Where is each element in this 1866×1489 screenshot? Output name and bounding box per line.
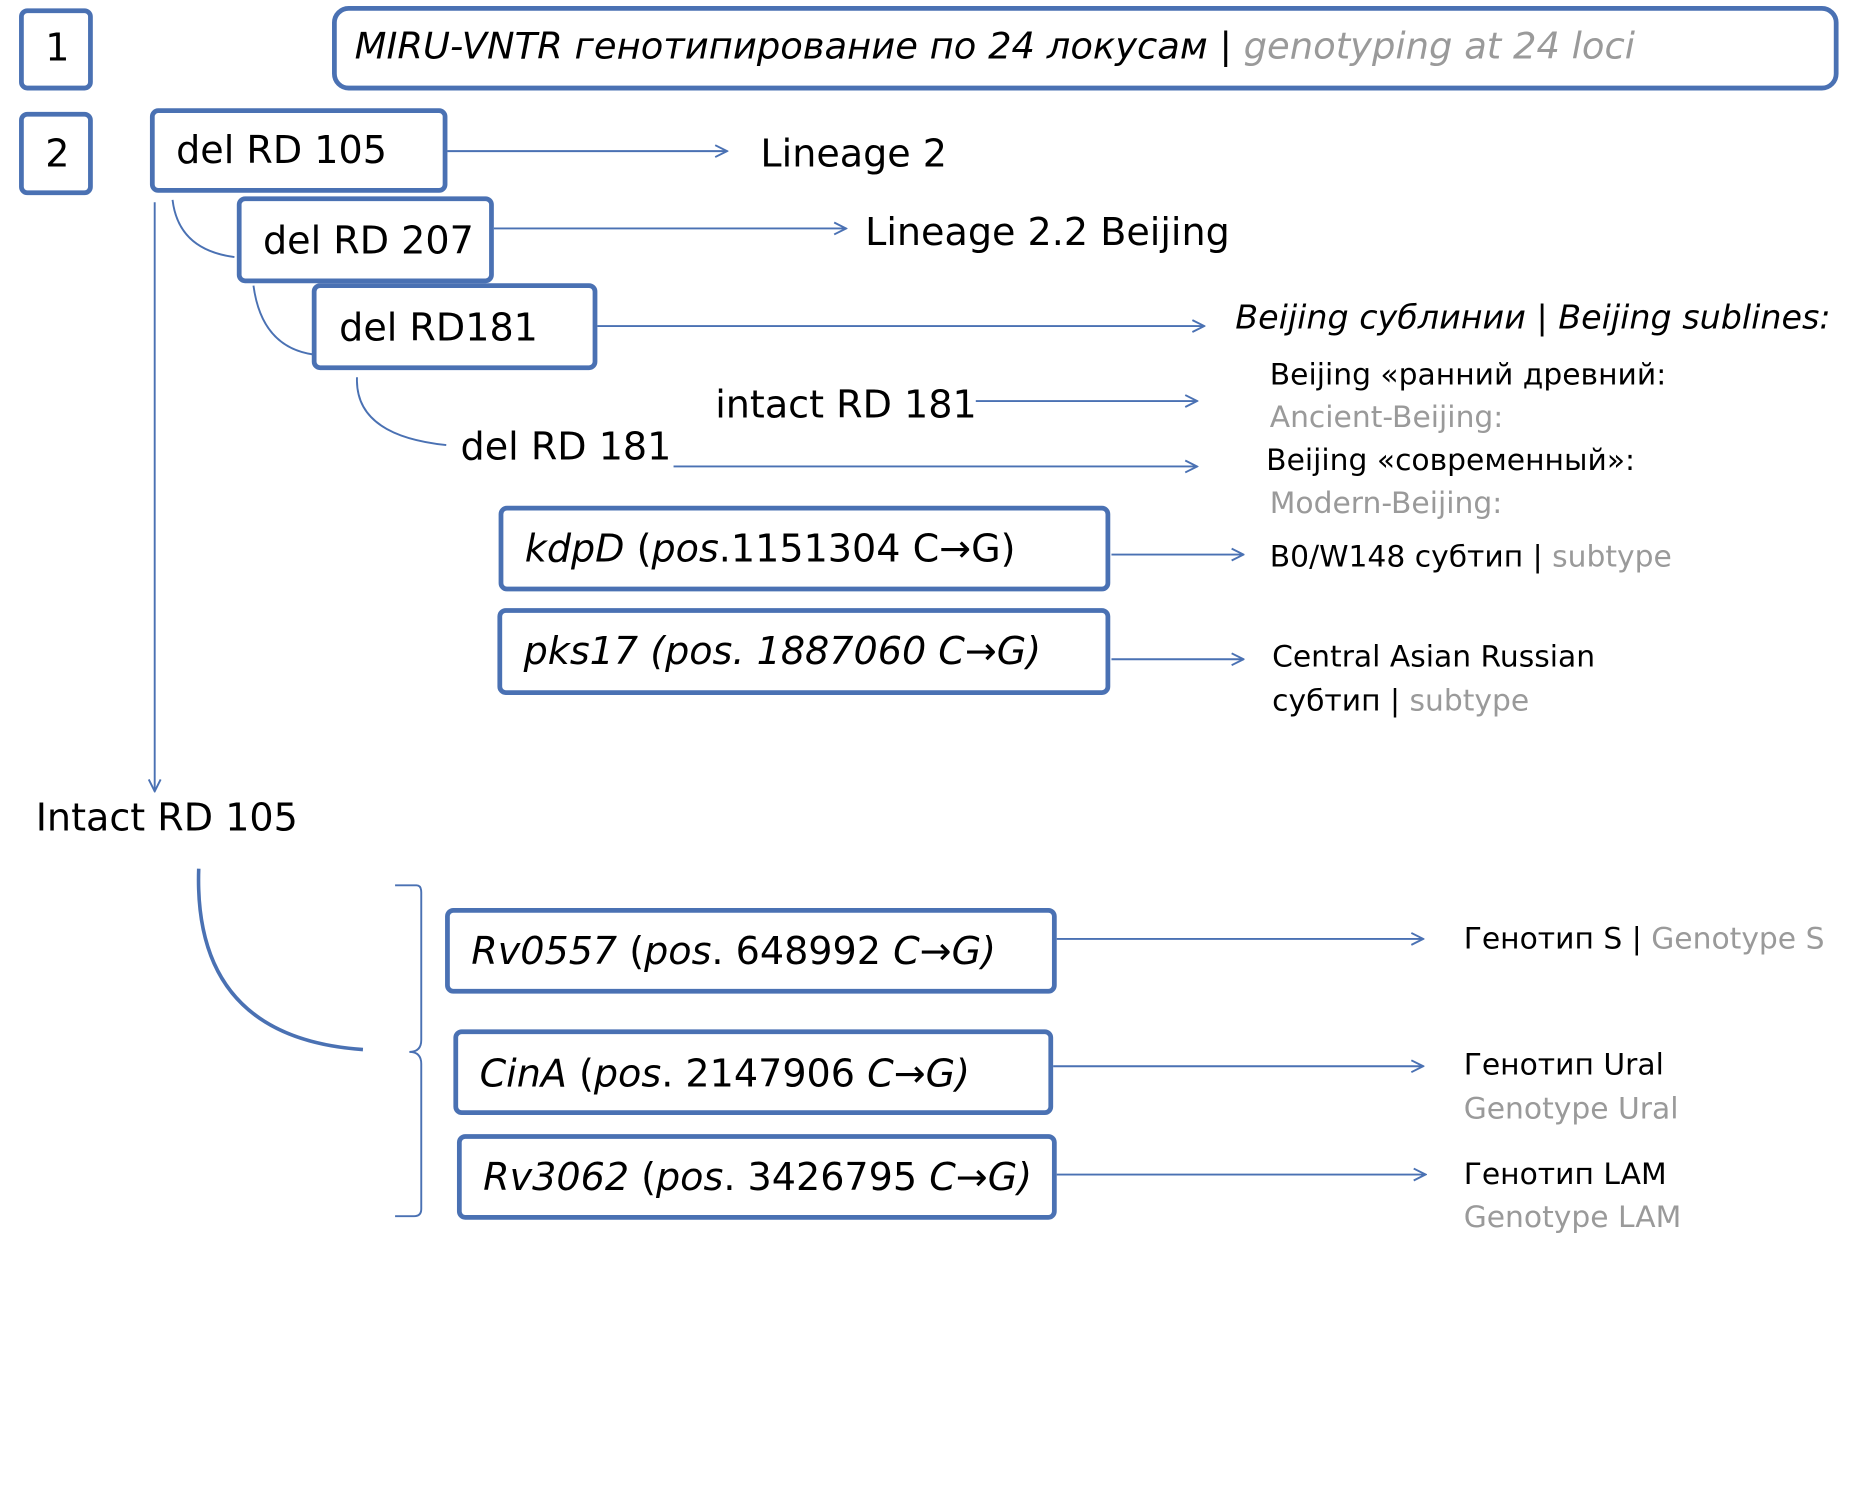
cina-open: ( <box>566 1050 594 1096</box>
del-rd181-box-label: del RD181 <box>339 304 538 350</box>
kdpd-label: kdpD (pos.1151304 C→G) <box>525 526 1016 572</box>
del-rd181-branch-label: del RD 181 <box>460 423 672 469</box>
rv0557-box: Rv0557 (pos. 648992 C→G) <box>445 907 1057 994</box>
intact-rd181-label: intact RD 181 <box>715 381 977 428</box>
central-asian-ru-subtype: субтип <box>1272 683 1381 718</box>
title-separator: | <box>1219 24 1232 68</box>
pks17-box: pks17 (pos. 1887060 C→G) <box>497 608 1111 695</box>
central-asian-russian-label: Central Asian Russian <box>1272 639 1596 674</box>
branch-curve-rd181-del <box>356 377 447 447</box>
beijing-sublines-label: Beijing сублинии | Beijing sublines: <box>1235 298 1830 338</box>
title-box: MIRU-VNTR генотипирование по 24 локусам … <box>332 5 1839 91</box>
b0-w148-en: subtype <box>1552 539 1672 574</box>
rv0557-pos-label: pos <box>644 928 712 974</box>
title-en: genotyping at 24 loci <box>1243 24 1636 68</box>
pks17-label: pks17 (pos. 1887060 C→G) <box>523 628 1042 674</box>
del-rd181-box: del RD181 <box>311 283 598 371</box>
central-asian-separator: | <box>1390 683 1401 718</box>
cina-label: CinA (pos. 2147906 C→G) <box>480 1051 970 1097</box>
kdpd-box: kdpD (pos.1151304 C→G) <box>498 505 1111 592</box>
rv0557-open: ( <box>617 928 645 974</box>
intact-rd105-label: Intact RD 105 <box>35 794 298 841</box>
b0-w148-label: B0/W148 субтип | subtype <box>1270 539 1672 575</box>
connector-lines <box>0 0 1866 1218</box>
step-1-number: 1 <box>45 24 70 71</box>
central-asian-subtype-label: субтип | subtype <box>1272 683 1529 719</box>
modern-beijing-en: Modern-Beijing: <box>1269 485 1503 521</box>
cina-pos-label: pos <box>593 1050 662 1096</box>
genotype-ural-en: Genotype Ural <box>1463 1091 1679 1126</box>
beijing-sublines-en: Beijing sublines: <box>1558 297 1831 337</box>
kdpd-open: ( <box>624 525 652 572</box>
kdpd-pos-label: pos <box>651 525 719 572</box>
rv3062-pos-value: . 3426795 <box>723 1154 930 1200</box>
step-2-number: 2 <box>45 130 70 177</box>
del-rd207-label: del RD 207 <box>262 217 474 263</box>
beijing-sublines-separator: | <box>1536 297 1548 337</box>
bracket-brace <box>395 884 423 1218</box>
genotype-ural-ru: Генотип Ural <box>1463 1047 1664 1082</box>
rv3062-pos-label: pos <box>656 1154 724 1200</box>
genotype-lam-ru: Генотип LAM <box>1463 1156 1667 1192</box>
rv3062-gene: Rv3062 <box>483 1154 630 1200</box>
lineage-2-label: Lineage 2 <box>760 130 948 177</box>
rv3062-box: Rv3062 (pos. 3426795 C→G) <box>456 1134 1057 1220</box>
cina-box: CinA (pos. 2147906 C→G) <box>453 1029 1054 1116</box>
rv0557-gene: Rv0557 <box>471 928 618 974</box>
b0-w148-separator: | <box>1532 539 1543 574</box>
rv3062-label: Rv3062 (pos. 3426795 C→G) <box>483 1154 1032 1200</box>
rv0557-label: Rv0557 (pos. 648992 C→G) <box>471 928 996 974</box>
branch-curve-rd207-rd181 <box>252 285 315 356</box>
cina-gene: CinA <box>479 1050 567 1096</box>
cina-mutation: C→G) <box>867 1050 970 1096</box>
rv0557-mutation: C→G) <box>893 928 996 974</box>
genotype-lam-en: Genotype LAM <box>1463 1199 1682 1235</box>
central-asian-en-subtype: subtype <box>1409 683 1530 718</box>
modern-beijing-ru: Beijing «современный»: <box>1266 442 1636 478</box>
kdpd-pos-value: .1151304 C→G) <box>718 525 1016 572</box>
title-ru: MIRU-VNTR генотипирование по 24 локусам <box>354 24 1208 68</box>
ancient-beijing-ru: Beijing «ранний древний: <box>1269 357 1667 392</box>
cina-pos-value: . 2147906 <box>661 1050 868 1096</box>
lineage-2-2-beijing-label: Lineage 2.2 Beijing <box>865 209 1230 255</box>
genotype-s-ru: Генотип S <box>1463 921 1623 956</box>
del-rd105-label: del RD 105 <box>176 127 387 173</box>
step-2-number-box: 2 <box>19 111 93 196</box>
genotype-s-en: Genotype S <box>1651 921 1825 956</box>
rv3062-mutation: C→G) <box>929 1154 1033 1200</box>
rv0557-pos-value: . 648992 <box>711 928 894 974</box>
branch-curve-rd105-rd207 <box>171 199 235 258</box>
kdpd-gene: kdpD <box>524 525 625 572</box>
branch-curve-intact-rd105 <box>196 868 364 1052</box>
ancient-beijing-en: Ancient-Beijing: <box>1269 399 1504 435</box>
page-title: MIRU-VNTR генотипирование по 24 локусам … <box>355 25 1635 69</box>
genotype-s-separator: | <box>1631 921 1642 956</box>
rv3062-open: ( <box>629 1154 657 1200</box>
del-rd207-box: del RD 207 <box>236 196 494 284</box>
beijing-sublines-ru: Beijing сублинии <box>1235 297 1526 337</box>
genotype-s-label: Генотип S | Genotype S <box>1464 921 1825 957</box>
del-rd105-box: del RD 105 <box>149 108 448 193</box>
step-1-number-box: 1 <box>19 8 93 91</box>
b0-w148-ru: B0/W148 субтип <box>1269 539 1524 574</box>
